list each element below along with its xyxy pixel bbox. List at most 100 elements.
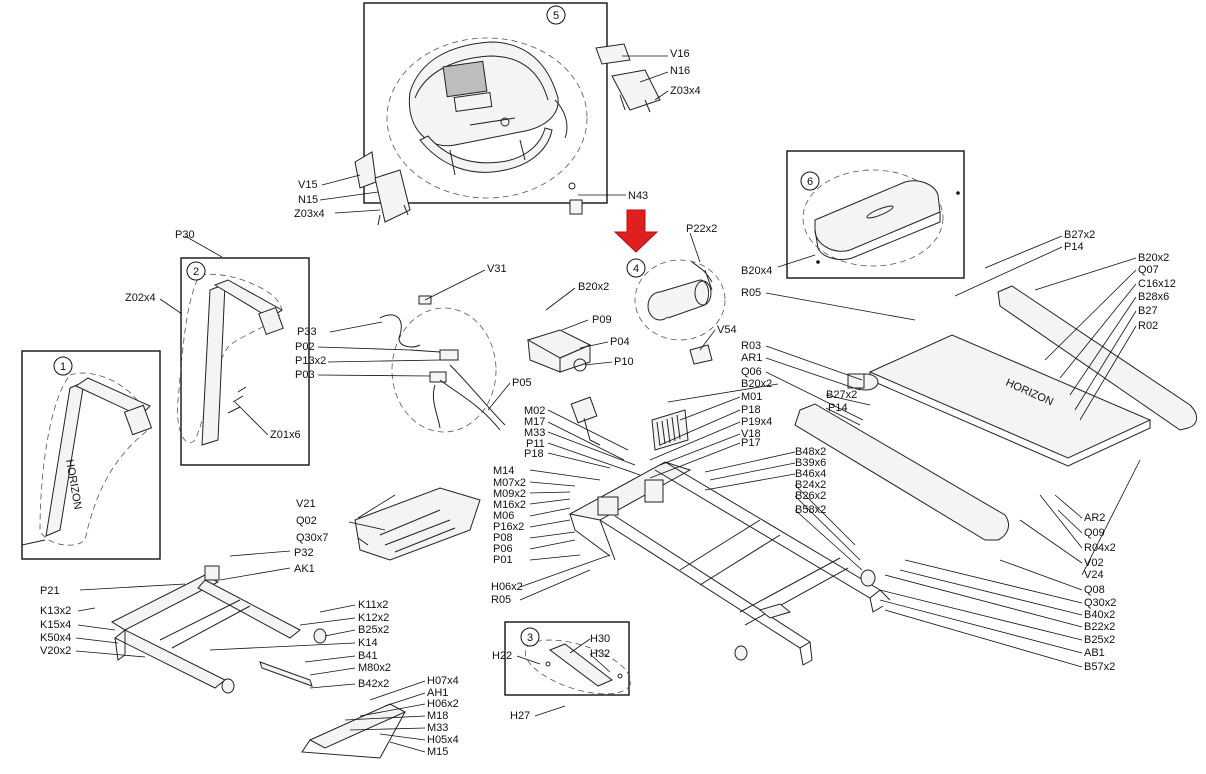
label-B27x2-b: B27x2 [826,389,857,401]
svg-text:1: 1 [60,361,66,373]
label-B27: B27 [1138,305,1158,317]
label-B28x6: B28x6 [1138,291,1169,303]
callout-4: 4 [626,258,646,278]
label-H06x2-a: H06x2 [491,581,523,593]
callout-3: 3 [520,627,540,647]
label-AK1: AK1 [294,563,315,575]
label-M18: M18 [427,710,448,722]
label-P17: P17 [741,437,761,449]
roller-bubble [524,639,632,695]
incline-motor [570,396,601,446]
label-H27: H27 [510,710,530,722]
side-rail-left [794,403,1009,541]
label-P06: P06 [493,543,513,555]
detail-box-5 [363,2,608,204]
svg-text:5: 5 [553,10,559,22]
label-B58x2: B58x2 [795,504,826,516]
label-Q30x7: Q30x7 [296,532,328,544]
label-V54: V54 [717,324,737,336]
label-P10: P10 [614,356,634,368]
base-plate [354,487,481,561]
label-M15: M15 [427,746,448,758]
label-P33: P33 [297,326,317,338]
motor-shield-grille [651,409,689,451]
label-K15x4: K15x4 [40,619,71,631]
label-B20x2-c: B20x2 [741,378,772,390]
side-rail-right [997,285,1197,431]
label-M01: M01 [741,391,762,403]
upright-left: HORIZON [21,377,153,546]
label-B24x2: B24x2 [795,479,826,491]
label-K50x4: K50x4 [40,632,71,644]
label-M17: M17 [524,416,545,428]
label-P14-b: P14 [828,402,848,414]
label-AB1: AB1 [1084,647,1105,659]
detail-box-6 [786,150,965,279]
label-R05-b: R05 [491,594,511,606]
label-R02: R02 [1138,320,1158,332]
callout-6: 6 [800,171,820,191]
label-Z03x4-b: Z03x4 [294,208,325,220]
handle-bracket [301,703,407,759]
upright-left-bubble [39,372,149,546]
label-B27x2-a: B27x2 [1064,229,1095,241]
label-H32: H32 [590,648,610,660]
label-M16x2: M16x2 [493,499,526,511]
label-M09x2: M09x2 [493,488,526,500]
part-labels: V16 N16 Z03x4 V15 N15 Z03x4 N43 P30 Z02x… [40,48,1176,758]
label-P22x2: P22x2 [686,223,717,235]
label-B25x2-a: B25x2 [358,624,389,636]
label-B46x4: B46x4 [795,468,826,480]
label-H07x4: H07x4 [427,675,459,687]
label-Z03x4-a: Z03x4 [670,85,701,97]
v54-label [689,344,713,365]
label-AH1: AH1 [427,687,448,699]
label-H30: H30 [590,633,610,645]
label-N16: N16 [670,65,690,77]
label-B48x2: B48x2 [795,446,826,458]
label-M07x2: M07x2 [493,477,526,489]
svg-text:3: 3 [527,632,533,644]
label-P14-a: P14 [1064,241,1084,253]
label-Q06: Q06 [741,366,762,378]
callout-1: 1 [53,356,73,376]
base-frame [110,565,327,694]
label-B26x2: B26x2 [795,490,826,502]
upright-right [201,279,284,446]
label-B25x2-b: B25x2 [1084,634,1115,646]
label-V15: V15 [298,179,318,191]
label-V02: V02 [1084,557,1104,569]
label-P08: P08 [493,532,513,544]
label-Q09: Q09 [1084,527,1105,539]
label-P02: P02 [295,341,315,353]
label-B42x2: B42x2 [358,678,389,690]
label-P18-b: P18 [741,404,761,416]
label-M33-a: M33 [524,427,545,439]
detail-box-3 [504,621,630,696]
callout-5: 5 [546,5,566,25]
front-roller [847,373,879,391]
label-P11: P11 [526,438,545,450]
label-P19x4: P19x4 [741,416,772,428]
label-P09: P09 [592,314,612,326]
upright-right-bubble [177,273,282,443]
label-R05-a: R05 [741,287,761,299]
drive-motor [647,261,713,321]
label-V16: V16 [670,48,690,60]
label-P13x2: P13x2 [295,355,326,367]
label-B20x2-a: B20x2 [578,281,609,293]
roller-bracket [545,643,623,687]
main-frame [568,461,891,666]
red-arrow [613,209,659,253]
label-V21: V21 [296,498,316,510]
console-assembly [408,41,568,176]
svg-text:6: 6 [807,176,813,188]
label-H06x2-b: H06x2 [427,698,459,710]
label-Q08: Q08 [1084,584,1105,596]
label-V20x2: V20x2 [40,645,71,657]
label-B20x4: B20x4 [741,265,772,277]
label-K13x2: K13x2 [40,605,71,617]
label-M02: M02 [524,405,545,417]
label-P18-a: P18 [524,448,544,460]
label-M33-b: M33 [427,722,448,734]
